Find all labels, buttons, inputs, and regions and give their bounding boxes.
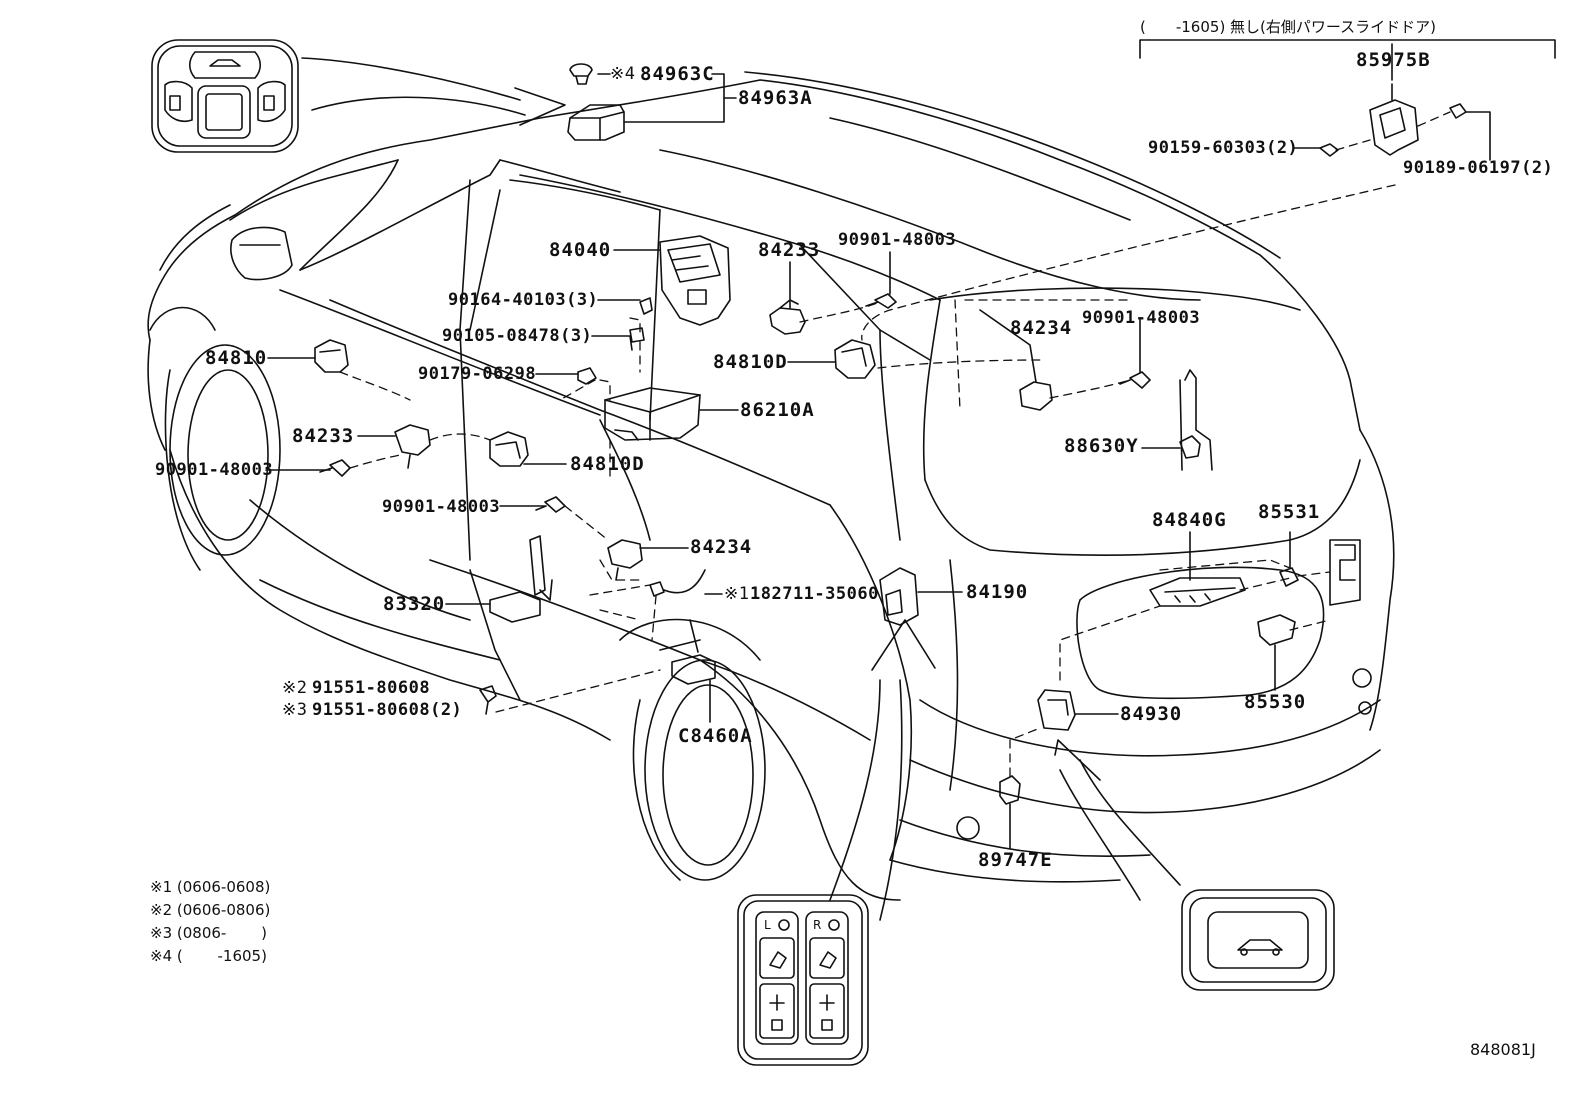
- label-84233-upper: 84233: [758, 239, 821, 261]
- label-90179: 90179-06298: [418, 364, 537, 384]
- overhead-switch-inset: [151, 39, 299, 153]
- component-89747E: [999, 775, 1021, 805]
- label-84234-lower: 84234: [690, 536, 753, 558]
- seat-switch-left-label: L: [764, 918, 771, 932]
- label-84810D-lower: 84810D: [570, 453, 645, 475]
- component-90901c: [319, 459, 351, 477]
- figure-id: 848081J: [1470, 1040, 1536, 1059]
- component-84233a: [769, 299, 806, 335]
- component-84810D-upper: [834, 339, 876, 379]
- label-90159: 90159-60303(2): [1148, 138, 1299, 158]
- back-door-switch-inset: [1181, 889, 1335, 991]
- label-91551-b: 91551-80608(2): [312, 700, 463, 720]
- component-90159: [1319, 143, 1339, 157]
- legend: ※1 (0606-0608) ※2 (0606-0806) ※3 (0806- …: [150, 876, 270, 968]
- component-85531: [1279, 567, 1299, 587]
- label-84234-upper: 84234: [1010, 317, 1073, 339]
- side-mirror: [230, 226, 293, 281]
- label-C8460A: C8460A: [678, 725, 753, 747]
- label-90164: 90164-40103(3): [448, 290, 599, 310]
- label-84810: 84810: [205, 347, 268, 369]
- legend-item-1: ※1 (0606-0608): [150, 878, 271, 896]
- label-85530: 85530: [1244, 691, 1307, 713]
- label-84840G: 84840G: [1152, 509, 1227, 531]
- component-85975B: [1369, 99, 1419, 156]
- label-83320: 83320: [383, 593, 446, 615]
- label-84233-lower: 84233: [292, 425, 355, 447]
- label-84040: 84040: [549, 239, 612, 261]
- legend-item-4: ※4 ( -1605): [150, 947, 267, 965]
- component-90901a: [865, 293, 897, 309]
- component-84930: [1037, 689, 1076, 731]
- rear-wheel: [619, 618, 766, 881]
- legend-item-3: ※3 (0806- ): [150, 924, 267, 942]
- seat-switch-right-label: R: [813, 918, 822, 932]
- component-84190: [879, 567, 919, 626]
- component-182711: [649, 569, 706, 597]
- component-90901d: [1119, 371, 1151, 389]
- component-84233b: [394, 424, 431, 469]
- component-84810: [314, 339, 349, 373]
- component-91551: [479, 685, 497, 715]
- component-90901b: [535, 496, 566, 513]
- label-85975B: 85975B: [1356, 49, 1431, 71]
- legend-item-2: ※2 (0606-0806): [150, 901, 271, 919]
- top-note: ( -1605) 無し(右側パワースライドドア): [1140, 18, 1437, 36]
- component-84810D-lower: [489, 431, 529, 467]
- seat-switch-inset: [737, 894, 869, 1066]
- mark-84963C: ※4: [610, 64, 636, 84]
- label-84190: 84190: [966, 581, 1029, 603]
- label-182711: 182711-35060: [750, 584, 879, 604]
- label-88630Y: 88630Y: [1064, 435, 1139, 457]
- leader-lines: [265, 73, 1491, 849]
- component-84234a: [607, 539, 643, 581]
- component-84040: [659, 235, 731, 326]
- label-90105: 90105-08478(3): [442, 326, 593, 346]
- vehicle-body: [147, 71, 1395, 901]
- label-84810D-upper: 84810D: [713, 351, 788, 373]
- component-84840G: [1149, 577, 1246, 607]
- component-84963A: [567, 104, 625, 141]
- label-90901-upper: 90901-48003: [838, 230, 957, 250]
- label-86210A: 86210A: [740, 399, 815, 421]
- label-91551-a: 91551-80608: [312, 678, 431, 698]
- label-84963A: 84963A: [738, 87, 813, 109]
- component-90105: [629, 327, 645, 343]
- label-90189: 90189-06197(2): [1403, 158, 1554, 178]
- component-C8460A: [659, 619, 716, 685]
- component-84234b: [1019, 381, 1053, 411]
- label-84930: 84930: [1120, 703, 1183, 725]
- label-90901-right: 90901-48003: [1082, 308, 1201, 328]
- label-90901-middle: 90901-48003: [382, 497, 501, 517]
- mark-91551-a: ※2: [282, 678, 308, 698]
- mark-182711: ※1: [724, 584, 750, 604]
- mark-91551-b: ※3: [282, 700, 308, 720]
- component-86210A: [604, 387, 701, 441]
- label-89747E: 89747E: [978, 849, 1053, 871]
- arrows: [301, 57, 1181, 921]
- component-90164: [639, 297, 653, 315]
- component-90189: [1449, 103, 1467, 119]
- component-90179: [577, 367, 597, 385]
- component-88630Y: [1179, 369, 1213, 471]
- dashed-lines: [339, 111, 1451, 777]
- front-wheel: [149, 306, 281, 571]
- note-bracket: [1139, 39, 1556, 81]
- component-83320: [489, 535, 553, 623]
- label-84963C: 84963C: [640, 63, 715, 85]
- label-85531: 85531: [1258, 501, 1321, 523]
- label-90901-left: 90901-48003: [155, 460, 274, 480]
- component-85530: [1257, 614, 1296, 646]
- component-84963C: [569, 63, 593, 85]
